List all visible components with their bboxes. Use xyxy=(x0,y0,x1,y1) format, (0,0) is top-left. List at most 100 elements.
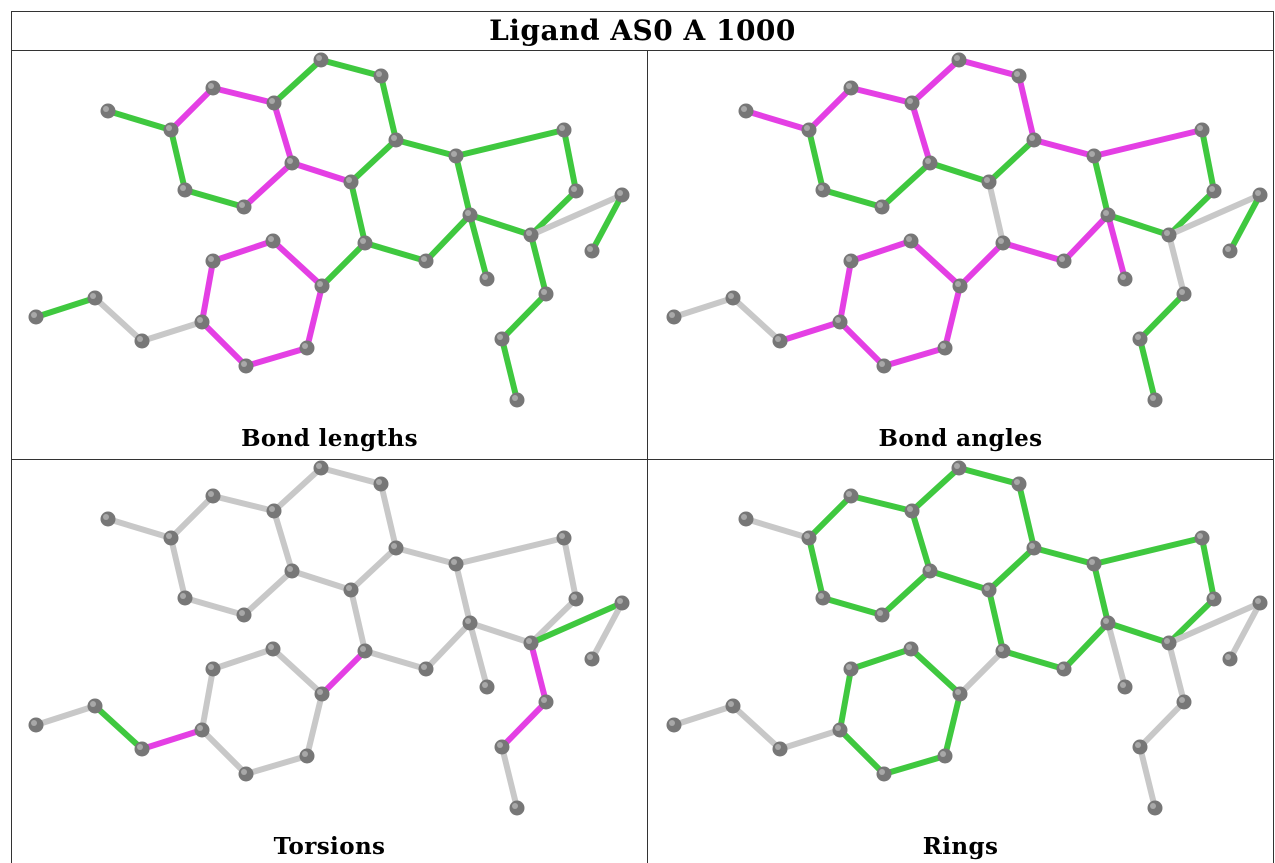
atom-highlight xyxy=(1059,664,1065,670)
atom-highlight xyxy=(346,585,352,591)
atom-highlight xyxy=(197,317,203,323)
bond-a17-a15 xyxy=(1061,620,1111,672)
atom-highlight xyxy=(1179,289,1185,295)
atom-highlight xyxy=(316,463,322,469)
bond-a29-a30 xyxy=(881,753,948,777)
atom-highlight xyxy=(391,543,397,549)
bond-a2-a3 xyxy=(168,493,216,541)
atom-highlight xyxy=(317,281,323,287)
bond-a10-a11 xyxy=(986,545,1037,593)
atom-highlight xyxy=(940,343,946,349)
bond-a28-a31 xyxy=(777,319,843,344)
bond-a4-a5 xyxy=(909,100,933,166)
atom-highlight xyxy=(239,610,245,616)
atom-highlight xyxy=(376,479,382,485)
bond-a29-a30 xyxy=(881,345,948,369)
bond-a13-a14 xyxy=(1199,535,1217,602)
bond-a31-a32 xyxy=(92,295,145,344)
atom-highlight xyxy=(559,533,565,539)
atom-highlight xyxy=(587,246,593,252)
atom-highlight xyxy=(482,682,488,688)
atom-highlight xyxy=(302,751,308,757)
atom-highlight xyxy=(925,158,931,164)
bond-a23-a24 xyxy=(499,744,520,811)
atom-highlight xyxy=(1225,654,1231,660)
bond-a25-a26 xyxy=(908,238,963,289)
bond-a14-a18 xyxy=(528,596,579,646)
atom-highlight xyxy=(31,720,37,726)
atom-highlight xyxy=(1029,135,1035,141)
atom-highlight xyxy=(669,720,675,726)
bond-a22-a23 xyxy=(499,699,549,750)
atom-highlight xyxy=(998,646,1004,652)
panel-torsions: Torsions xyxy=(12,460,647,863)
bond-a28-a29 xyxy=(837,319,887,369)
atom-highlight xyxy=(241,361,247,367)
bond-a4-a5 xyxy=(271,508,295,574)
bond-a9-a10 xyxy=(1016,481,1037,551)
bond-a27-a28 xyxy=(837,666,854,733)
atom-highlight xyxy=(137,336,143,342)
bond-a32-a33 xyxy=(33,703,98,728)
bond-a26-a27 xyxy=(848,238,914,264)
atom-highlight xyxy=(846,256,852,262)
atom-highlight xyxy=(669,312,675,318)
bond-a3-a4 xyxy=(848,493,915,514)
atom-highlight xyxy=(741,514,747,520)
bond-a23-a24 xyxy=(499,336,520,403)
atom-highlight xyxy=(1135,742,1141,748)
bond-a18-a15 xyxy=(1105,620,1172,646)
panel-bond-lengths: Bond lengths xyxy=(12,52,647,459)
bond-a30-a25 xyxy=(304,283,325,351)
bond-a4-a8 xyxy=(909,465,962,514)
bond-a32-a33 xyxy=(33,295,98,320)
atom-highlight xyxy=(617,598,623,604)
bond-a16-a25 xyxy=(319,240,368,289)
bond-a11-a5 xyxy=(289,160,354,185)
atom-highlight xyxy=(587,654,593,660)
atom-highlight xyxy=(907,506,913,512)
atom-highlight xyxy=(1135,334,1141,340)
atom-highlight xyxy=(269,98,275,104)
bond-a17-a15 xyxy=(1061,212,1111,264)
atom-highlight xyxy=(955,281,961,287)
bond-a23-a24 xyxy=(1137,336,1158,403)
bond-a11-a16 xyxy=(986,587,1006,654)
atom-highlight xyxy=(1014,71,1020,77)
atom-highlight xyxy=(1150,803,1156,809)
bond-a18-a15 xyxy=(467,620,534,646)
bond-a28-a29 xyxy=(199,727,249,777)
atom-highlight xyxy=(1150,395,1156,401)
molecule-bond-angles xyxy=(666,52,1268,408)
atom-highlight xyxy=(877,610,883,616)
atom-highlight xyxy=(1164,638,1170,644)
molecule-rings xyxy=(666,460,1268,816)
bond-a22-a23 xyxy=(1137,699,1187,750)
bond-a8-a9 xyxy=(318,465,384,487)
atom-highlight xyxy=(497,334,503,340)
atom-highlight xyxy=(804,533,810,539)
atom-highlight xyxy=(391,135,397,141)
bond-a6-a7 xyxy=(182,187,247,210)
atom-highlight xyxy=(954,55,960,61)
bond-a11-a16 xyxy=(348,587,368,654)
bond-a4-a8 xyxy=(909,57,962,106)
atom-highlight xyxy=(571,186,577,192)
bond-a2-a3 xyxy=(806,85,854,133)
panel-caption: Rings xyxy=(922,833,999,860)
bond-a13-a14 xyxy=(561,127,579,194)
bond-a15-a12 xyxy=(1091,153,1111,218)
atom-highlight xyxy=(268,644,274,650)
bond-a29-a30 xyxy=(243,753,310,777)
atom-highlight xyxy=(925,566,931,572)
atom-highlight xyxy=(1179,697,1185,703)
bond-a6-a7 xyxy=(820,187,885,210)
bond-a29-a30 xyxy=(243,345,310,369)
atom-highlight xyxy=(846,83,852,89)
atom-highlight xyxy=(465,618,471,624)
bond-a11-a16 xyxy=(348,179,368,246)
atom-highlight xyxy=(465,210,471,216)
bond-a12-a13 xyxy=(453,127,567,159)
bond-a18-a15 xyxy=(467,212,534,238)
atom-highlight xyxy=(208,491,214,497)
